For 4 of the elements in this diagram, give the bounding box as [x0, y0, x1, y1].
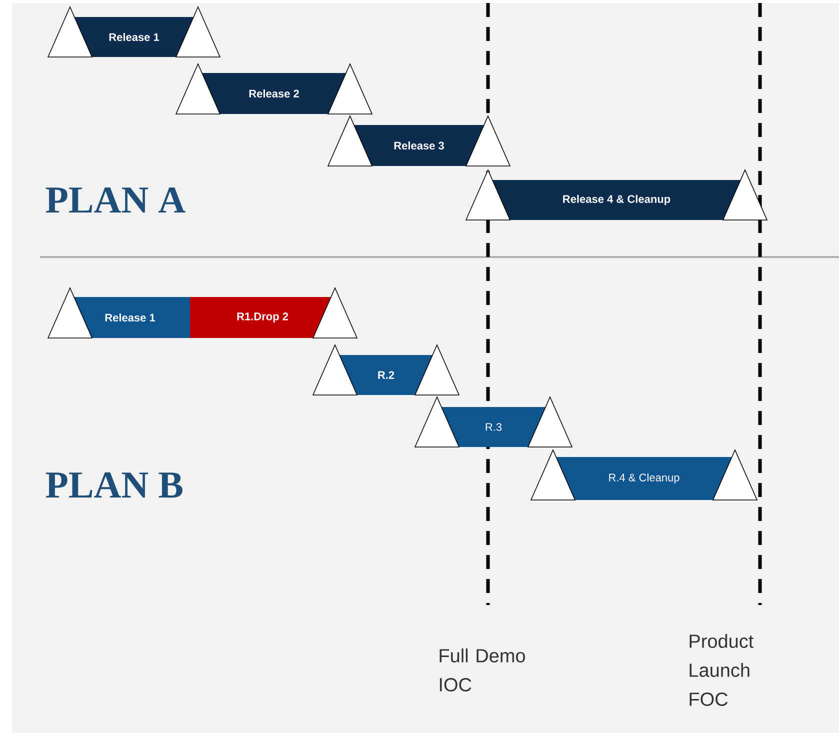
milestone-label: Full Demo IOC — [440, 648, 526, 692]
milestone-label: Product Launch FOC — [690, 634, 754, 706]
plan-heading: PLAN A — [46, 187, 186, 213]
plan-heading: PLAN B — [46, 472, 182, 498]
